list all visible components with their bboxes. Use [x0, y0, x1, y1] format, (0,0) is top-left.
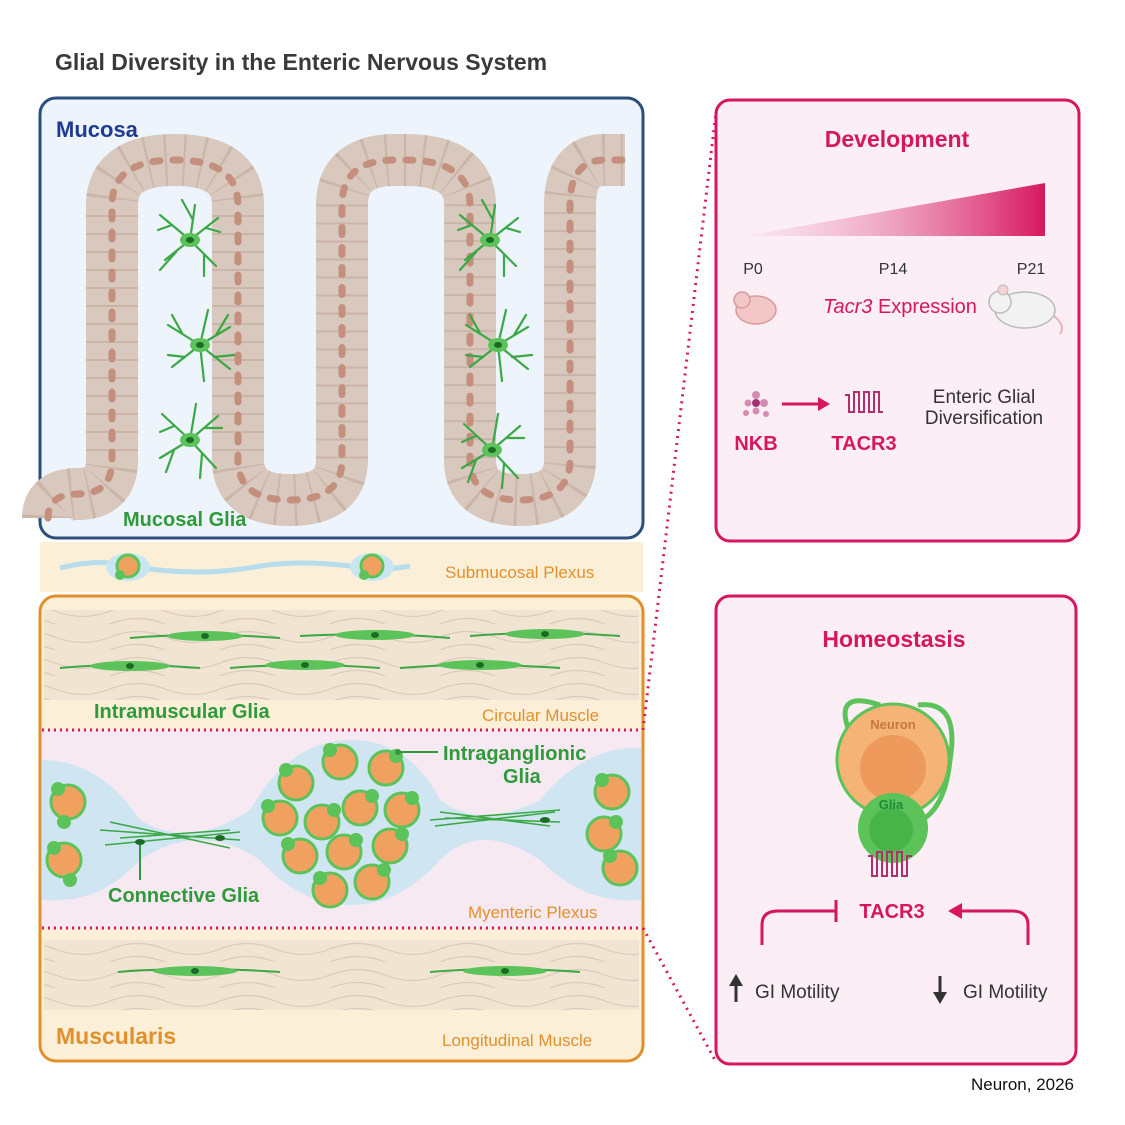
nkb-label: NKB — [734, 433, 777, 455]
development-title: Development — [825, 126, 970, 152]
mucosal-glia-label: Mucosal Glia — [123, 509, 247, 531]
intraganglionic-glia-label-1: Intraganglionic — [443, 743, 586, 765]
myenteric-ganglia-shape — [42, 740, 641, 905]
connective-glia-label: Connective Glia — [108, 885, 260, 907]
diversification-label-1: Enteric Glial — [933, 387, 1035, 408]
neuron-label: Neuron — [870, 717, 916, 732]
circular-muscle-fibers — [44, 610, 639, 700]
neonatal-mouse-icon — [733, 291, 777, 325]
timepoint-p21: P21 — [1017, 261, 1046, 278]
tacr3-receptor-icon — [845, 391, 883, 413]
muscularis-label: Muscularis — [56, 1023, 176, 1049]
timepoint-p14: P14 — [879, 261, 908, 278]
tacr3-label: TACR3 — [831, 433, 896, 455]
intraganglionic-glia-label-2: Glia — [503, 766, 542, 788]
nkb-ligand-icon — [743, 391, 769, 417]
nkb-to-tacr3-arrow — [782, 397, 830, 411]
submucosal-plexus: Submucosal Plexus — [40, 542, 643, 592]
mucosa-panel: Mucosa — [22, 96, 645, 540]
tacr3-expression-label: Tacr3 Expression — [823, 296, 977, 318]
development-panel: Development P0 P14 P21 Tacr3 Expression … — [714, 98, 1081, 543]
gi-motility-up-label: GI Motility — [755, 982, 840, 1003]
up-arrow-icon — [729, 974, 743, 1002]
homeostasis-panel: Homeostasis Neuron Glia TACR3 GI Motilit… — [714, 594, 1078, 1066]
intramuscular-glia-label: Intramuscular Glia — [94, 701, 270, 723]
submucosal-plexus-label: Submucosal Plexus — [445, 563, 594, 582]
myenteric-plexus-label: Myenteric Plexus — [468, 903, 597, 922]
neuron-glia-illustration: Neuron Glia — [835, 698, 955, 877]
diversification-label-2: Diversification — [925, 408, 1043, 429]
citation: Neuron, 2026 — [971, 1075, 1074, 1094]
homeostasis-tacr3-label: TACR3 — [859, 901, 924, 923]
muscularis-panel: Intramuscular Glia Circular Muscle — [38, 594, 645, 1063]
adult-mouse-icon — [988, 284, 1063, 335]
expression-gradient — [745, 183, 1045, 236]
down-arrow-icon — [933, 976, 947, 1004]
circular-muscle-label: Circular Muscle — [482, 706, 599, 725]
intraganglionic-neurons-glia — [45, 743, 639, 909]
zoom-connectors — [641, 111, 718, 1063]
feedback-loop — [760, 900, 1030, 945]
homeostasis-title: Homeostasis — [822, 626, 965, 652]
figure-title: Glial Diversity in the Enteric Nervous S… — [55, 49, 547, 75]
glia-label: Glia — [879, 797, 904, 812]
mucosal-glia-cells — [156, 198, 534, 490]
connective-glia-fibers — [99, 809, 561, 849]
intramuscular-glia-cells — [59, 629, 621, 671]
glial-tacr3-receptor-icon — [868, 851, 912, 877]
submucosal-neuron-glia — [115, 553, 385, 580]
gi-motility-down-label: GI Motility — [963, 982, 1048, 1003]
longitudinal-muscle-fibers — [44, 940, 639, 1010]
mucosa-label: Mucosa — [56, 117, 139, 142]
villus-epithelium — [22, 134, 631, 526]
longitudinal-muscle-label: Longitudinal Muscle — [442, 1031, 592, 1050]
timepoint-p0: P0 — [743, 261, 763, 278]
